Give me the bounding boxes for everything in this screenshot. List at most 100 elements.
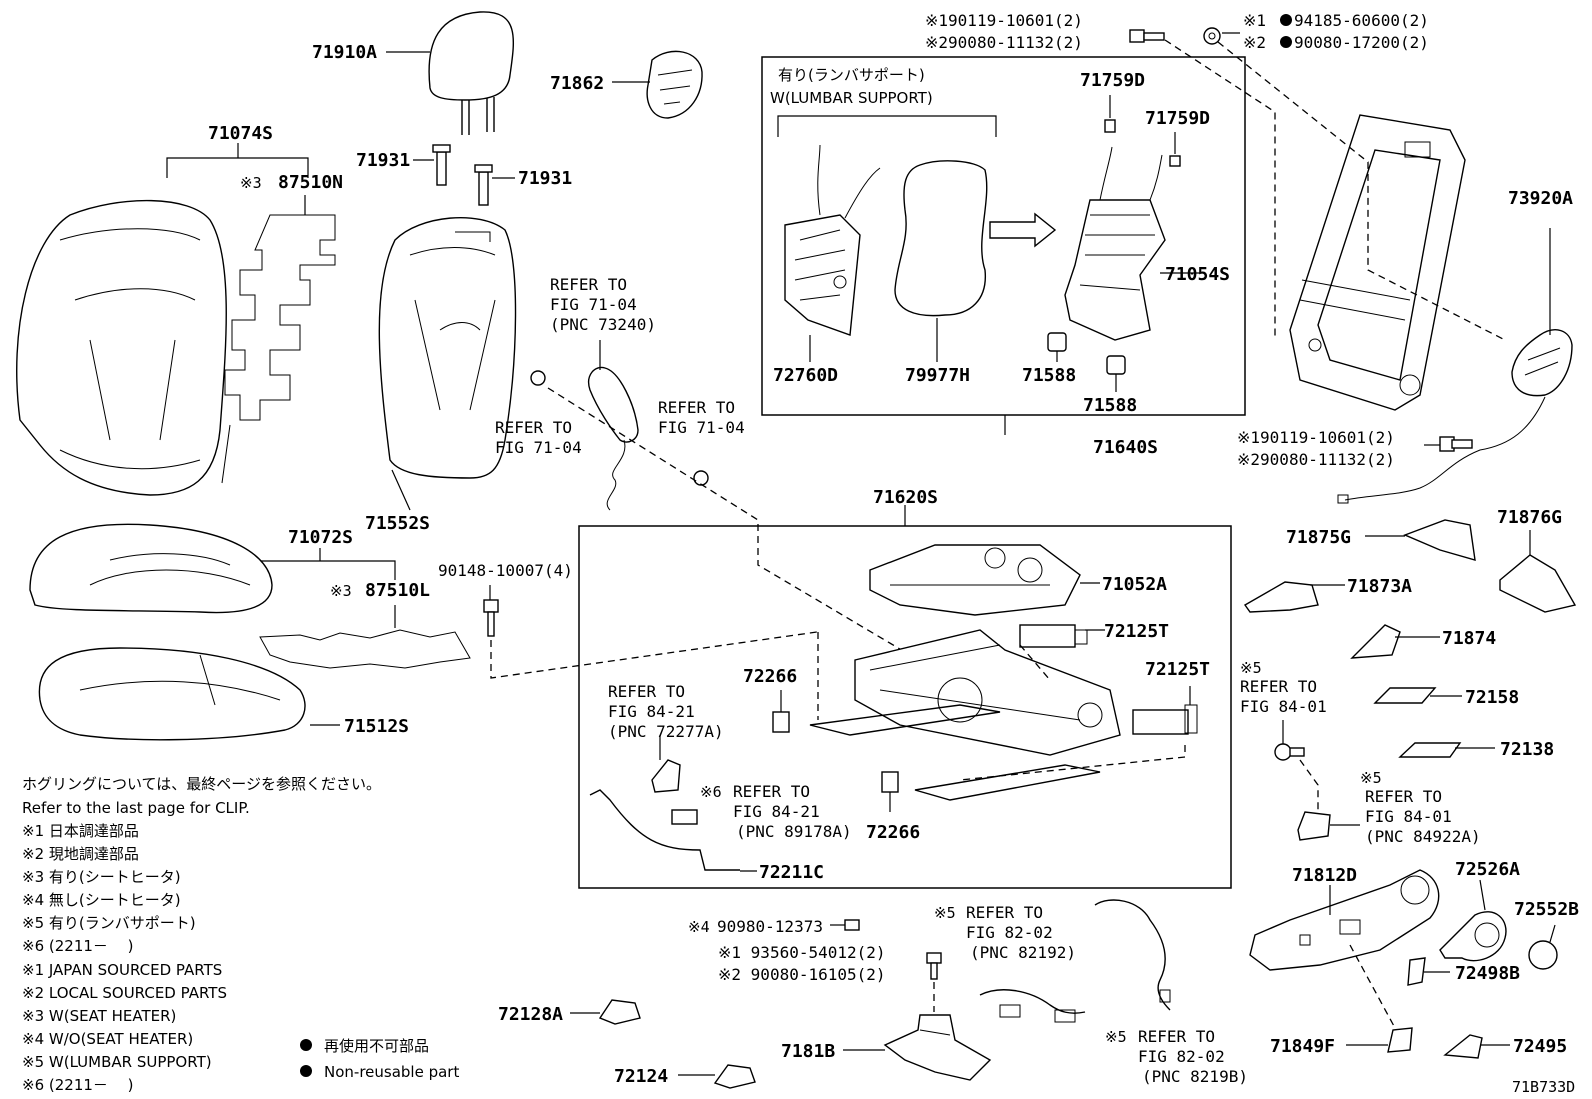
ref-8219b-line1[interactable]: REFER TO bbox=[1138, 1027, 1215, 1046]
ref-84922a-line3[interactable]: (PNC 84922A) bbox=[1365, 827, 1481, 846]
note-3: ※2 現地調達部品 bbox=[22, 845, 139, 863]
label-71588-a[interactable]: 71588 bbox=[1022, 365, 1076, 386]
label-bolt-top-right-2[interactable]: 90080-17200(2) bbox=[1294, 33, 1429, 52]
note-0: ホグリングについては、最終ページを参照ください。 bbox=[22, 775, 381, 793]
ref-82192-line3[interactable]: (PNC 82192) bbox=[970, 943, 1076, 962]
label-90980[interactable]: 90980-12373 bbox=[717, 917, 823, 936]
label-72498b[interactable]: 72498B bbox=[1455, 963, 1520, 984]
label-71588-b[interactable]: 71588 bbox=[1083, 395, 1137, 416]
label-72138[interactable]: 72138 bbox=[1500, 739, 1554, 760]
ref-84-01-a-line2[interactable]: FIG 84-01 bbox=[1240, 697, 1327, 716]
label-71620s[interactable]: 71620S bbox=[873, 487, 938, 508]
label-bolt-mid-right-2[interactable]: ※290080-11132(2) bbox=[1237, 450, 1395, 469]
ref-8219b-line2[interactable]: FIG 82-02 bbox=[1138, 1047, 1225, 1066]
ref-84922a-line1[interactable]: REFER TO bbox=[1365, 787, 1442, 806]
note-6: ※5 有り(ランバサポート) bbox=[22, 914, 196, 932]
notes-block: ホグリングについては、最終ページを参照ください。 Refer to the la… bbox=[22, 775, 381, 1094]
label-72125t-b[interactable]: 72125T bbox=[1145, 659, 1210, 680]
ref-72277a-line2[interactable]: FIG 84-21 bbox=[608, 702, 695, 721]
label-71512s[interactable]: 71512S bbox=[344, 716, 409, 737]
legend-en: Non-reusable part bbox=[324, 1063, 459, 1081]
label-90148[interactable]: 90148-10007(4) bbox=[438, 561, 573, 580]
label-71931-b[interactable]: 71931 bbox=[518, 168, 572, 189]
label-72526a[interactable]: 72526A bbox=[1455, 859, 1520, 880]
label-71759d-b[interactable]: 71759D bbox=[1145, 108, 1210, 129]
dashed-nut-top-right bbox=[1217, 41, 1506, 341]
label-71072s[interactable]: 71072S bbox=[288, 527, 353, 548]
label-87510n[interactable]: 87510N bbox=[278, 172, 343, 193]
bolt-84-01-part bbox=[1274, 743, 1305, 761]
bolt-labels: ※190119-10601(2) ※290080-11132(2) ※1 941… bbox=[718, 11, 1429, 984]
label-72124[interactable]: 72124 bbox=[614, 1066, 668, 1087]
label-bolt-top-left-2[interactable]: ※290080-11132(2) bbox=[925, 33, 1083, 52]
label-71873a[interactable]: 71873A bbox=[1347, 576, 1412, 597]
label-72128a[interactable]: 72128A bbox=[498, 1004, 563, 1025]
label-72211c[interactable]: 72211C bbox=[759, 862, 824, 883]
clip-72266-a bbox=[772, 711, 790, 733]
label-71910a[interactable]: 71910A bbox=[312, 42, 377, 63]
shield-71812d-part bbox=[1249, 869, 1440, 971]
label-72760d[interactable]: 72760D bbox=[773, 365, 838, 386]
harness-8219b-part bbox=[1094, 899, 1171, 1011]
ref-82192-mark: ※5 bbox=[934, 904, 956, 922]
ref-73240-line1[interactable]: REFER TO bbox=[550, 275, 627, 294]
ref-89178a-line3[interactable]: (PNC 89178A) bbox=[736, 822, 852, 841]
note-10: ※3 W(SEAT HEATER) bbox=[22, 1007, 176, 1025]
ref-8219b-line3[interactable]: (PNC 8219B) bbox=[1142, 1067, 1248, 1086]
ref-72277a-line1[interactable]: REFER TO bbox=[608, 682, 685, 701]
ref-71-04-b-line1[interactable]: REFER TO bbox=[658, 398, 735, 417]
label-87510l[interactable]: 87510L bbox=[365, 580, 430, 601]
label-72125t-a[interactable]: 72125T bbox=[1104, 621, 1169, 642]
label-71849f[interactable]: 71849F bbox=[1270, 1036, 1335, 1057]
label-7181b[interactable]: 7181B bbox=[781, 1041, 835, 1062]
note-12: ※5 W(LUMBAR SUPPORT) bbox=[22, 1053, 212, 1071]
label-73920a[interactable]: 73920A bbox=[1508, 188, 1573, 209]
label-71876g[interactable]: 71876G bbox=[1497, 507, 1562, 528]
label-bolt-top-right-1[interactable]: 94185-60600(2) bbox=[1294, 11, 1429, 30]
label-bolt-bottom-1[interactable]: ※1 93560-54012(2) bbox=[718, 943, 886, 962]
ref-73240-line3[interactable]: (PNC 73240) bbox=[550, 315, 656, 334]
label-71054s[interactable]: 71054S bbox=[1165, 264, 1230, 285]
label-bolt-bottom-2[interactable]: ※2 90080-16105(2) bbox=[718, 965, 886, 984]
note-4: ※3 有り(シートヒータ) bbox=[22, 868, 181, 886]
label-79977h[interactable]: 79977H bbox=[905, 365, 970, 386]
cover-72124-part bbox=[713, 1064, 756, 1089]
ref-82192-line2[interactable]: FIG 82-02 bbox=[966, 923, 1053, 942]
knob-72526a-part bbox=[1439, 911, 1507, 962]
label-72552b[interactable]: 72552B bbox=[1514, 899, 1579, 920]
ref-84-01-a-line1[interactable]: REFER TO bbox=[1240, 677, 1317, 696]
label-71052a[interactable]: 71052A bbox=[1102, 574, 1167, 595]
label-71875g[interactable]: 71875G bbox=[1286, 527, 1351, 548]
label-72495[interactable]: 72495 bbox=[1513, 1036, 1567, 1057]
ref-71-04-a-line1[interactable]: REFER TO bbox=[495, 418, 572, 437]
dashed-90148 bbox=[490, 631, 818, 679]
bolt-90148-part bbox=[483, 599, 499, 637]
label-71759d-a[interactable]: 71759D bbox=[1080, 70, 1145, 91]
ref-82192-line1[interactable]: REFER TO bbox=[966, 903, 1043, 922]
label-71640s[interactable]: 71640S bbox=[1093, 437, 1158, 458]
label-71931-a[interactable]: 71931 bbox=[356, 150, 410, 171]
seat-frame-top-part bbox=[869, 544, 1081, 616]
label-72266-b[interactable]: 72266 bbox=[866, 822, 920, 843]
ref-72277a-line3[interactable]: (PNC 72277A) bbox=[608, 722, 724, 741]
label-71074s[interactable]: 71074S bbox=[208, 123, 273, 144]
label-72266-a[interactable]: 72266 bbox=[743, 666, 797, 687]
ref-71-04-b-line2[interactable]: FIG 71-04 bbox=[658, 418, 745, 437]
note-5: ※4 無し(シートヒータ) bbox=[22, 891, 181, 909]
arrow-right bbox=[989, 212, 1057, 248]
ref-73240-line2[interactable]: FIG 71-04 bbox=[550, 295, 637, 314]
label-71862[interactable]: 71862 bbox=[550, 73, 604, 94]
label-bolt-mid-right-1[interactable]: ※190119-10601(2) bbox=[1237, 428, 1395, 447]
label-72158[interactable]: 72158 bbox=[1465, 687, 1519, 708]
label-bolt-top-left-1[interactable]: ※190119-10601(2) bbox=[925, 11, 1083, 30]
label-71552s[interactable]: 71552S bbox=[365, 513, 430, 534]
ref-84922a-line2[interactable]: FIG 84-01 bbox=[1365, 807, 1452, 826]
ref-71-04-a-line2[interactable]: FIG 71-04 bbox=[495, 438, 582, 457]
label-71812d[interactable]: 71812D bbox=[1292, 865, 1357, 886]
ref-89178a-line1[interactable]: REFER TO bbox=[733, 782, 810, 801]
ref-89178a-line2[interactable]: FIG 84-21 bbox=[733, 802, 820, 821]
label-71874[interactable]: 71874 bbox=[1442, 628, 1496, 649]
mark-87510n: ※3 bbox=[240, 174, 262, 192]
headrest-part bbox=[428, 11, 514, 135]
